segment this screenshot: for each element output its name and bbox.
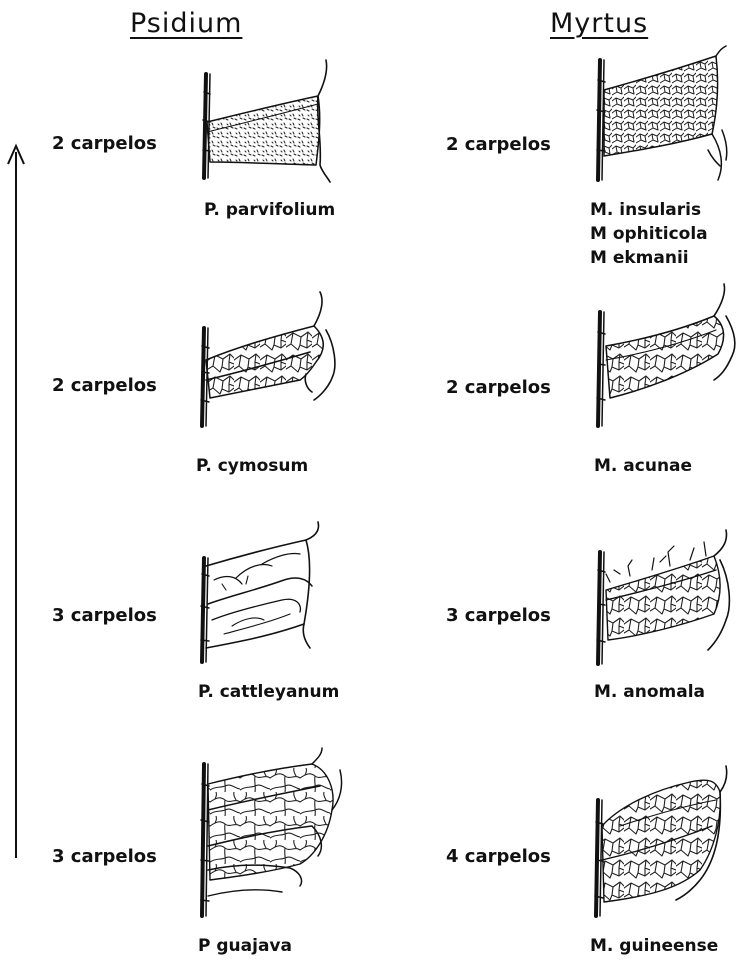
- drawing-p-cymosum: [201, 292, 335, 426]
- drawing-m-acunae: [597, 284, 735, 426]
- drawing-m-guineense: [595, 766, 727, 916]
- drawing-p-guajava: [201, 748, 342, 916]
- drawing-m-insularis: [597, 46, 727, 180]
- drawing-p-cattleyanum: [201, 522, 319, 662]
- drawing-m-anomala: [597, 530, 729, 664]
- drawing-p-parvifolium: [203, 60, 330, 182]
